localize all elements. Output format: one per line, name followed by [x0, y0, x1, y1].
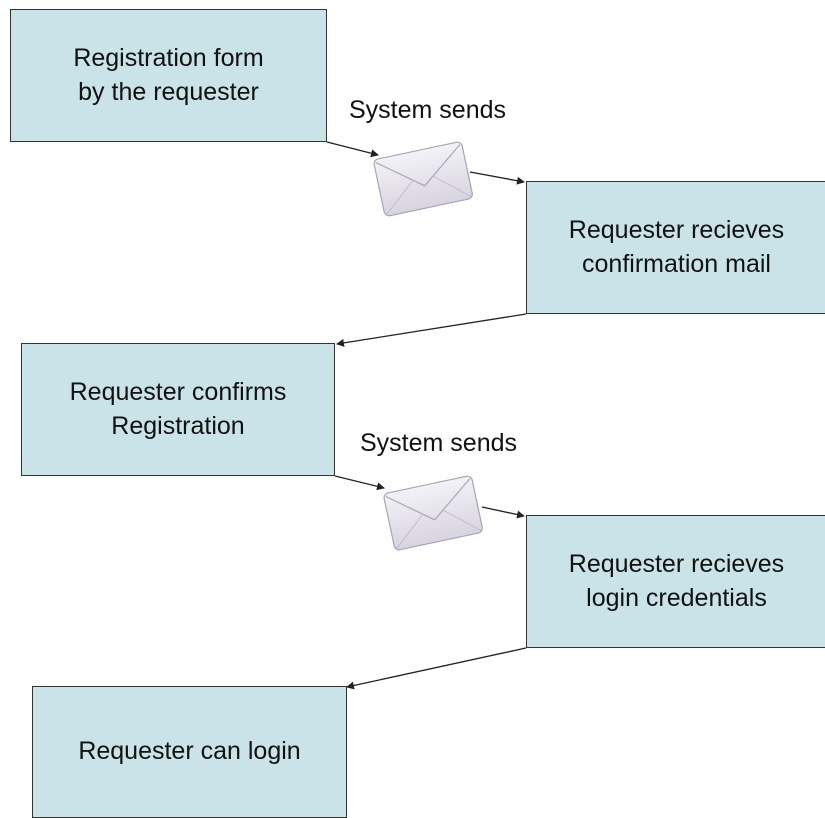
step-label: Registration form by the requester	[73, 43, 264, 106]
step-box-registration-form: Registration form by the requester	[10, 9, 327, 142]
envelope-icon	[383, 475, 483, 551]
step-box-receives-confirmation: Requester recieves confirmation mail	[526, 181, 825, 314]
arrow-step4-to-step5	[346, 647, 527, 690]
step-box-confirms-registration: Requester confirms Registration	[21, 343, 335, 476]
step-box-can-login: Requester can login	[32, 686, 347, 818]
step-box-receives-credentials: Requester recieves login credentials	[526, 515, 825, 648]
step-label: Requester recieves confirmation mail	[568, 215, 785, 278]
mail-event-caption: System sends	[349, 96, 507, 124]
arrow-mail1-to-step2	[469, 171, 525, 185]
step-label: Requester confirms Registration	[69, 377, 287, 440]
step-label: Requester recieves login credentials	[568, 549, 785, 612]
arrow-step3-to-mail2	[334, 475, 385, 491]
arrow-mail2-to-step4	[481, 506, 525, 519]
envelope-icon	[373, 141, 473, 217]
mail-event-caption: System sends	[360, 429, 518, 457]
step-label: Requester can login	[78, 737, 301, 766]
arrow-step2-to-step3	[336, 313, 527, 347]
